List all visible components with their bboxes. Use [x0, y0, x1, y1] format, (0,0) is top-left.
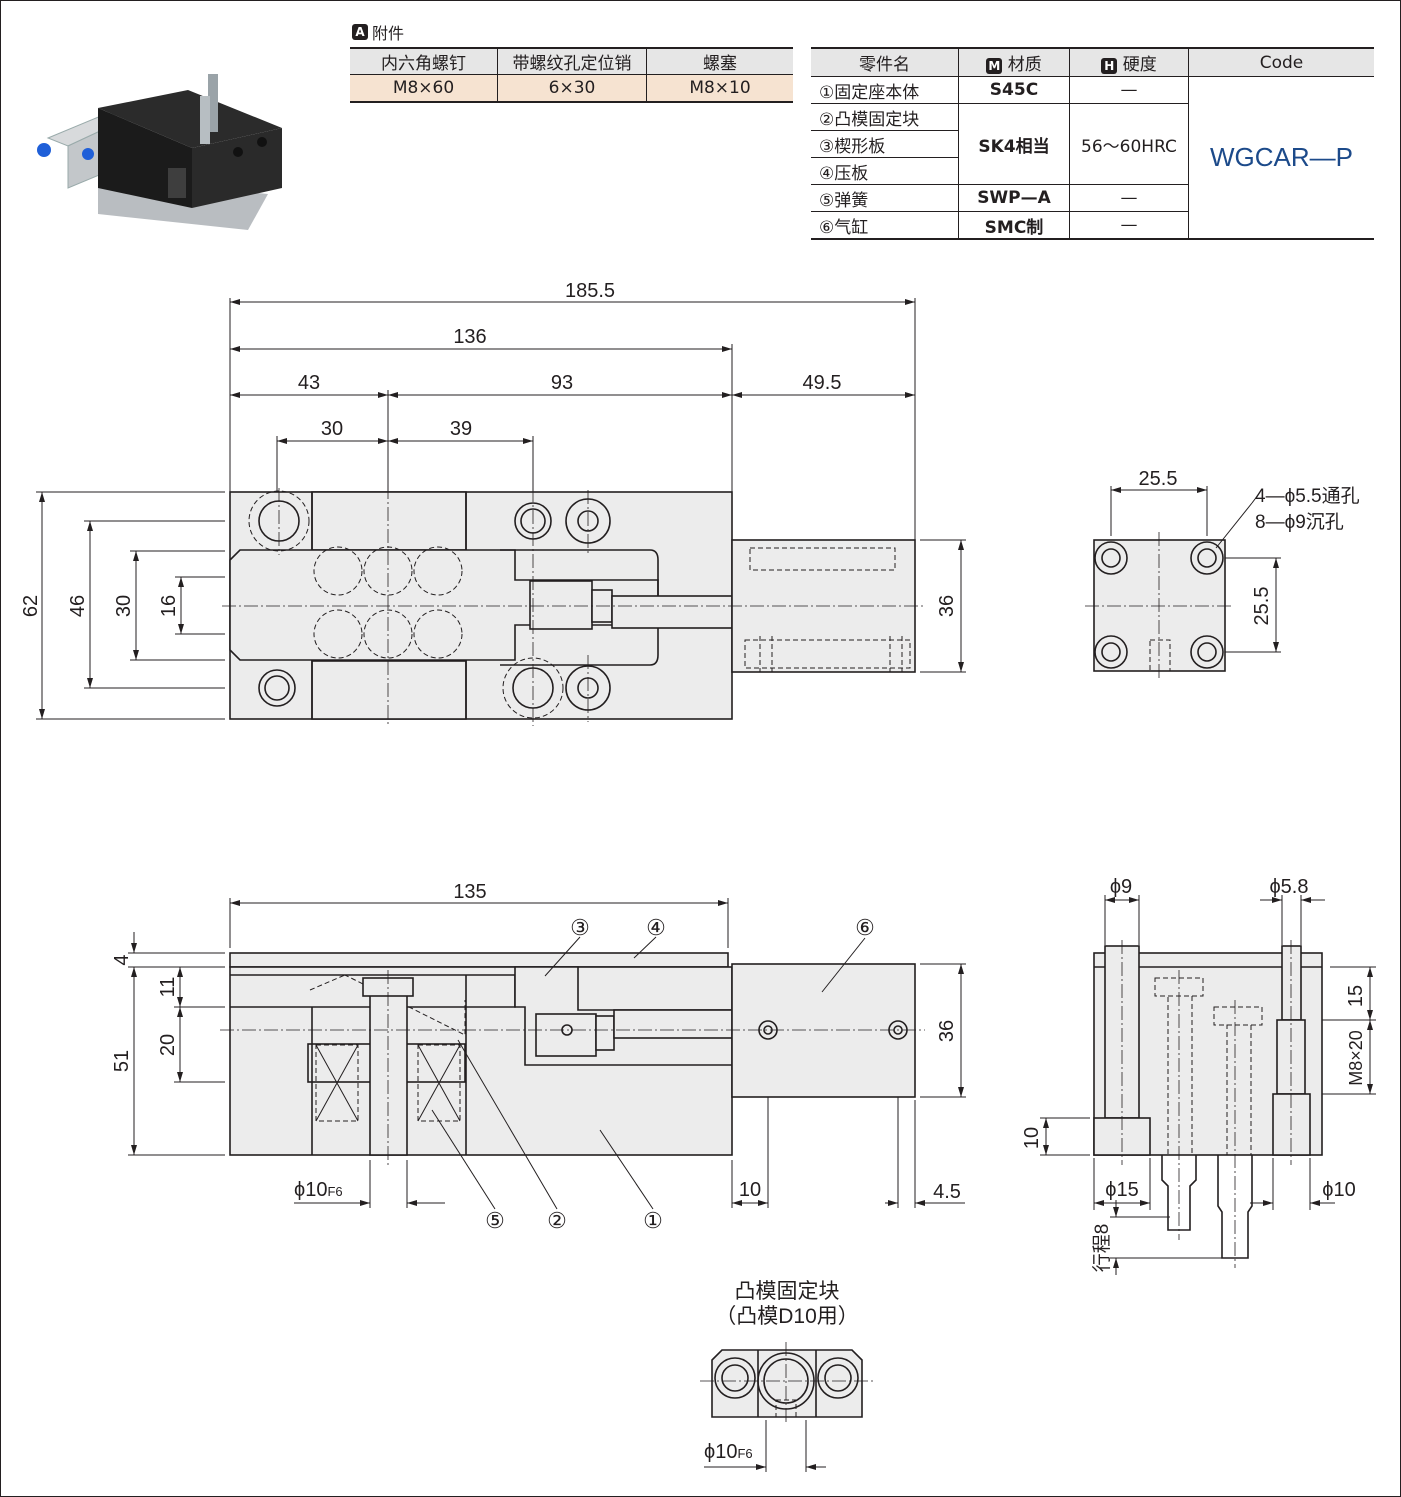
- part-name: ④压板: [811, 157, 959, 185]
- parts-header-hardness: H 硬度: [1069, 47, 1189, 77]
- dim-total-length: 185.5: [565, 280, 615, 302]
- front-shaft-diameter-main: ϕ10: [294, 1179, 327, 1201]
- part-name: ⑤弹簧: [811, 184, 959, 212]
- part-material: SMC制: [958, 211, 1070, 240]
- press-plate-front: [229, 952, 729, 968]
- accessory-badge: A: [352, 24, 368, 40]
- dim-39: 39: [450, 418, 472, 440]
- accessory-header-plug: 螺塞: [646, 47, 793, 75]
- top-view: 185.5 136 43 93 49.5 30 39 62 46 30 16 3…: [20, 280, 966, 726]
- accessory-title: 附件: [372, 24, 405, 43]
- parts-table: 零件名 M 材质 H 硬度 Code ①固定座本体 S45C — WGCAR—P…: [811, 47, 1374, 240]
- end-dim-height: 25.5: [1251, 587, 1273, 626]
- hardness-badge: H: [1101, 58, 1118, 74]
- part-material: SK4相当: [958, 103, 1070, 185]
- front-dim-11: 11: [157, 977, 179, 998]
- part-name: ①固定座本体: [811, 76, 959, 104]
- punch-shaft: [369, 993, 408, 1156]
- front-view: 135 4 11 20 51 36 ϕ10F6 10 4.5: [111, 881, 966, 1233]
- material-badge: M: [986, 58, 1003, 74]
- dim-93: 93: [551, 372, 573, 394]
- accessory-value-plug: M8×10: [646, 74, 793, 103]
- part-hardness: —: [1069, 211, 1189, 240]
- accessory-header-pin: 带螺纹孔定位销: [497, 47, 647, 75]
- front-dim-length: 135: [453, 881, 486, 903]
- part-name: ②凸模固定块: [811, 103, 959, 131]
- side-dim-15: 15: [1345, 985, 1367, 1007]
- side-dim-10: 10: [1021, 1127, 1043, 1149]
- side-thread: M8×20: [1346, 1030, 1366, 1086]
- punch-block-detail: 凸模固定块 （凸模D10用） ϕ10F6: [700, 1280, 875, 1472]
- front-dim-51: 51: [111, 1050, 133, 1072]
- cylinder-end-face: [1093, 539, 1226, 672]
- dim-46: 46: [67, 595, 89, 617]
- dim-cylinder-49-5: 49.5: [803, 372, 842, 394]
- dim-30-vertical: 30: [113, 595, 135, 617]
- side-dia-5-8: ϕ5.8: [1269, 876, 1308, 898]
- front-dim-4-5: 4.5: [933, 1181, 961, 1203]
- parts-header-material: M 材质: [958, 47, 1070, 77]
- part-code: WGCAR—P: [1188, 76, 1374, 240]
- parts-header-hardness-label: 硬度: [1122, 55, 1157, 75]
- accessory-header-screw: 内六角螺钉: [350, 47, 498, 75]
- side-dia-9: ϕ9: [1110, 876, 1132, 898]
- side-dia-15: ϕ15: [1105, 1179, 1138, 1201]
- end-dim-width: 25.5: [1139, 468, 1178, 490]
- callout-air-cylinder: ⑥: [855, 915, 875, 940]
- front-shaft-diameter: ϕ10F6: [294, 1179, 343, 1201]
- accessory-table: 内六角螺钉 带螺纹孔定位销 螺塞 M8×60 6×30 M8×10: [350, 47, 793, 103]
- note-through-holes: 4—ϕ5.5通孔: [1255, 485, 1360, 507]
- air-cylinder-front: [731, 963, 916, 1098]
- dim-16: 16: [158, 595, 180, 617]
- callout-punch-holder: ②: [547, 1208, 567, 1233]
- dim-30-horizontal: 30: [321, 418, 343, 440]
- callout-base-body: ①: [643, 1208, 663, 1233]
- part-hardness: 56～60HRC: [1069, 103, 1189, 185]
- part-hardness: —: [1069, 76, 1189, 104]
- front-dim-4: 4: [111, 954, 133, 965]
- side-view: ϕ9 ϕ5.8 15 M8×20 10 ϕ15 ϕ10 行程8: [1021, 876, 1376, 1275]
- front-dim-20: 20: [157, 1034, 179, 1056]
- part-material: S45C: [958, 76, 1070, 104]
- parts-header-code: Code: [1188, 47, 1374, 77]
- parts-header-material-label: 材质: [1007, 55, 1042, 75]
- end-view: 25.5 25.5 4—ϕ5.5通孔 8—ϕ9沉孔: [1085, 468, 1360, 679]
- punch-block-title: 凸模固定块: [735, 1280, 840, 1303]
- note-counterbore-holes: 8—ϕ9沉孔: [1255, 511, 1344, 533]
- punch-block-subtitle: （凸模D10用）: [715, 1305, 859, 1328]
- dim-43: 43: [298, 372, 320, 394]
- front-dim-36: 36: [936, 1020, 958, 1042]
- dim-62: 62: [20, 595, 42, 617]
- front-dim-10: 10: [739, 1179, 761, 1201]
- accessory-value-pin: 6×30: [497, 74, 647, 103]
- part-name: ⑥气缸: [811, 211, 959, 240]
- punch-block-diameter: ϕ10F6: [704, 1441, 753, 1463]
- parts-header-name: 零件名: [811, 47, 959, 77]
- accessory-value-screw: M8×60: [350, 74, 498, 103]
- accessory-heading: A 附件: [352, 20, 404, 44]
- front-shaft-diameter-fit: F6: [327, 1184, 342, 1199]
- product-photo: [37, 74, 282, 230]
- callout-press-plate: ④: [646, 915, 666, 940]
- side-stroke: 行程8: [1091, 1224, 1113, 1273]
- callout-spring: ⑤: [485, 1208, 505, 1233]
- side-dia-10: ϕ10: [1322, 1179, 1355, 1201]
- punch-block-diameter-fit: F6: [737, 1446, 752, 1461]
- part-hardness: —: [1069, 184, 1189, 212]
- callout-wedge-plate: ③: [570, 915, 590, 940]
- part-name: ③楔形板: [811, 130, 959, 158]
- dim-36-top: 36: [936, 595, 958, 617]
- part-material: SWP—A: [958, 184, 1070, 212]
- punch-block-diameter-main: ϕ10: [704, 1441, 737, 1463]
- punch-block-outline: [711, 1349, 863, 1418]
- dim-body-length: 136: [453, 326, 486, 348]
